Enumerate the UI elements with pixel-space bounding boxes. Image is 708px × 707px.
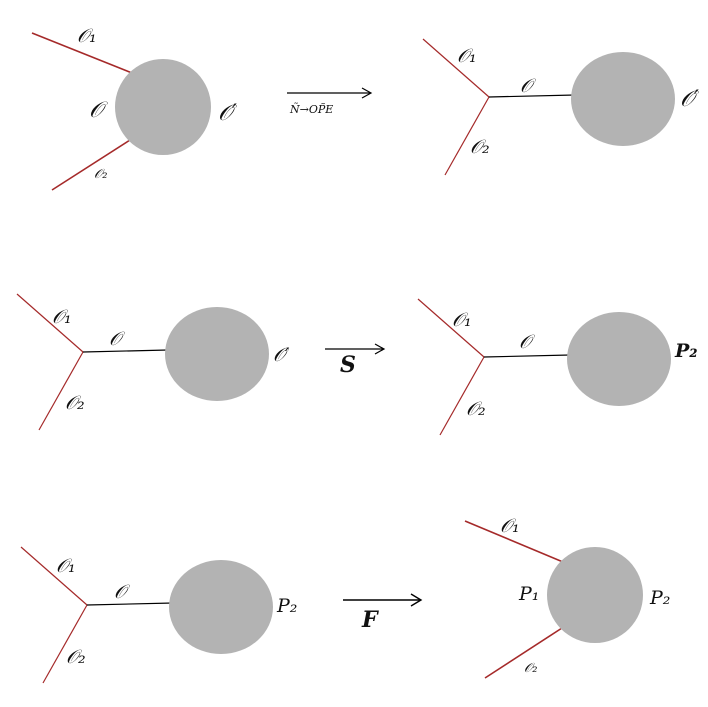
label-p1: P₁ — [518, 583, 539, 605]
label-o2: 𝒪₂ — [470, 136, 490, 158]
row2-right-diagram: 𝒪₁ 𝒪₂ 𝒪 P₂ — [417, 298, 698, 436]
label-o2: 𝒪₂ — [524, 661, 537, 676]
arrow-ope: Ñ→OP̃E — [287, 87, 373, 116]
arrow-s-label: S — [340, 352, 356, 378]
label-o1: 𝒪₁ — [56, 555, 76, 577]
label-o2: 𝒪₂ — [66, 646, 86, 668]
arrow-f-label: F — [361, 607, 379, 633]
row1-right-diagram: 𝒪₁ 𝒪₂ 𝒪 𝒪′ — [422, 38, 699, 176]
leg-o2-line — [444, 96, 490, 176]
leg-o2-line — [51, 139, 131, 191]
arrow-f: F — [343, 593, 423, 633]
label-p2: P₂ — [674, 340, 698, 362]
correlator-blob — [547, 547, 643, 643]
label-o: 𝒪 — [520, 75, 537, 97]
label-p2: P₂ — [276, 595, 297, 617]
arrow-s: S — [325, 343, 386, 378]
label-o-prime: 𝒪′ — [218, 101, 237, 126]
leg-o2-line — [484, 627, 563, 679]
label-o-prime: 𝒪′ — [273, 344, 290, 366]
row2-left-diagram: 𝒪₁ 𝒪₂ 𝒪 𝒪′ — [16, 293, 290, 431]
label-o: 𝒪 — [114, 581, 131, 603]
label-o1: 𝒪₁ — [457, 45, 477, 67]
label-p2: P₂ — [649, 587, 670, 609]
leg-o2-line — [439, 356, 485, 436]
arrow-ope-label: Ñ→OP̃E — [289, 102, 333, 116]
label-o1: 𝒪₁ — [500, 515, 520, 537]
arrow-s-head — [374, 343, 386, 355]
leg-o1-line — [464, 520, 564, 563]
label-o2: 𝒪₂ — [466, 398, 486, 420]
arrow-ope-head — [361, 87, 373, 99]
row1-left-diagram: 𝒪₁ 𝒪₂ 𝒪 𝒪′ — [31, 25, 237, 191]
label-o: 𝒪 — [109, 328, 126, 350]
label-o2: 𝒪₂ — [94, 167, 107, 182]
propagator-line — [483, 354, 571, 358]
label-o1: 𝒪₁ — [77, 25, 97, 47]
correlator-blob — [165, 307, 269, 401]
leg-o2-line — [38, 351, 84, 431]
correlator-blob — [115, 59, 211, 155]
row3-right-diagram: 𝒪₁ 𝒪₂ P₁ P₂ — [464, 515, 670, 679]
leg-o1-line — [16, 293, 84, 353]
correlator-blob — [169, 560, 273, 654]
label-o: 𝒪 — [519, 331, 536, 353]
leg-o1-line — [20, 546, 88, 606]
row3-left-diagram: 𝒪₁ 𝒪₂ 𝒪 P₂ — [20, 546, 297, 684]
leg-o1-line — [422, 38, 490, 98]
correlator-blob — [567, 312, 671, 406]
propagator-line — [82, 349, 169, 353]
correlator-blob — [571, 52, 675, 146]
leg-o1-line — [31, 32, 133, 74]
leg-o2-line — [42, 604, 88, 684]
leg-o1-line — [417, 298, 485, 358]
arrow-f-head — [410, 593, 423, 607]
propagator-line — [86, 602, 174, 606]
label-o: 𝒪 — [89, 98, 108, 123]
label-o1: 𝒪₁ — [52, 306, 72, 328]
label-o1: 𝒪₁ — [452, 309, 472, 331]
label-o-prime: 𝒪′ — [680, 87, 699, 112]
propagator-line — [488, 94, 576, 98]
label-o2: 𝒪₂ — [65, 392, 85, 414]
